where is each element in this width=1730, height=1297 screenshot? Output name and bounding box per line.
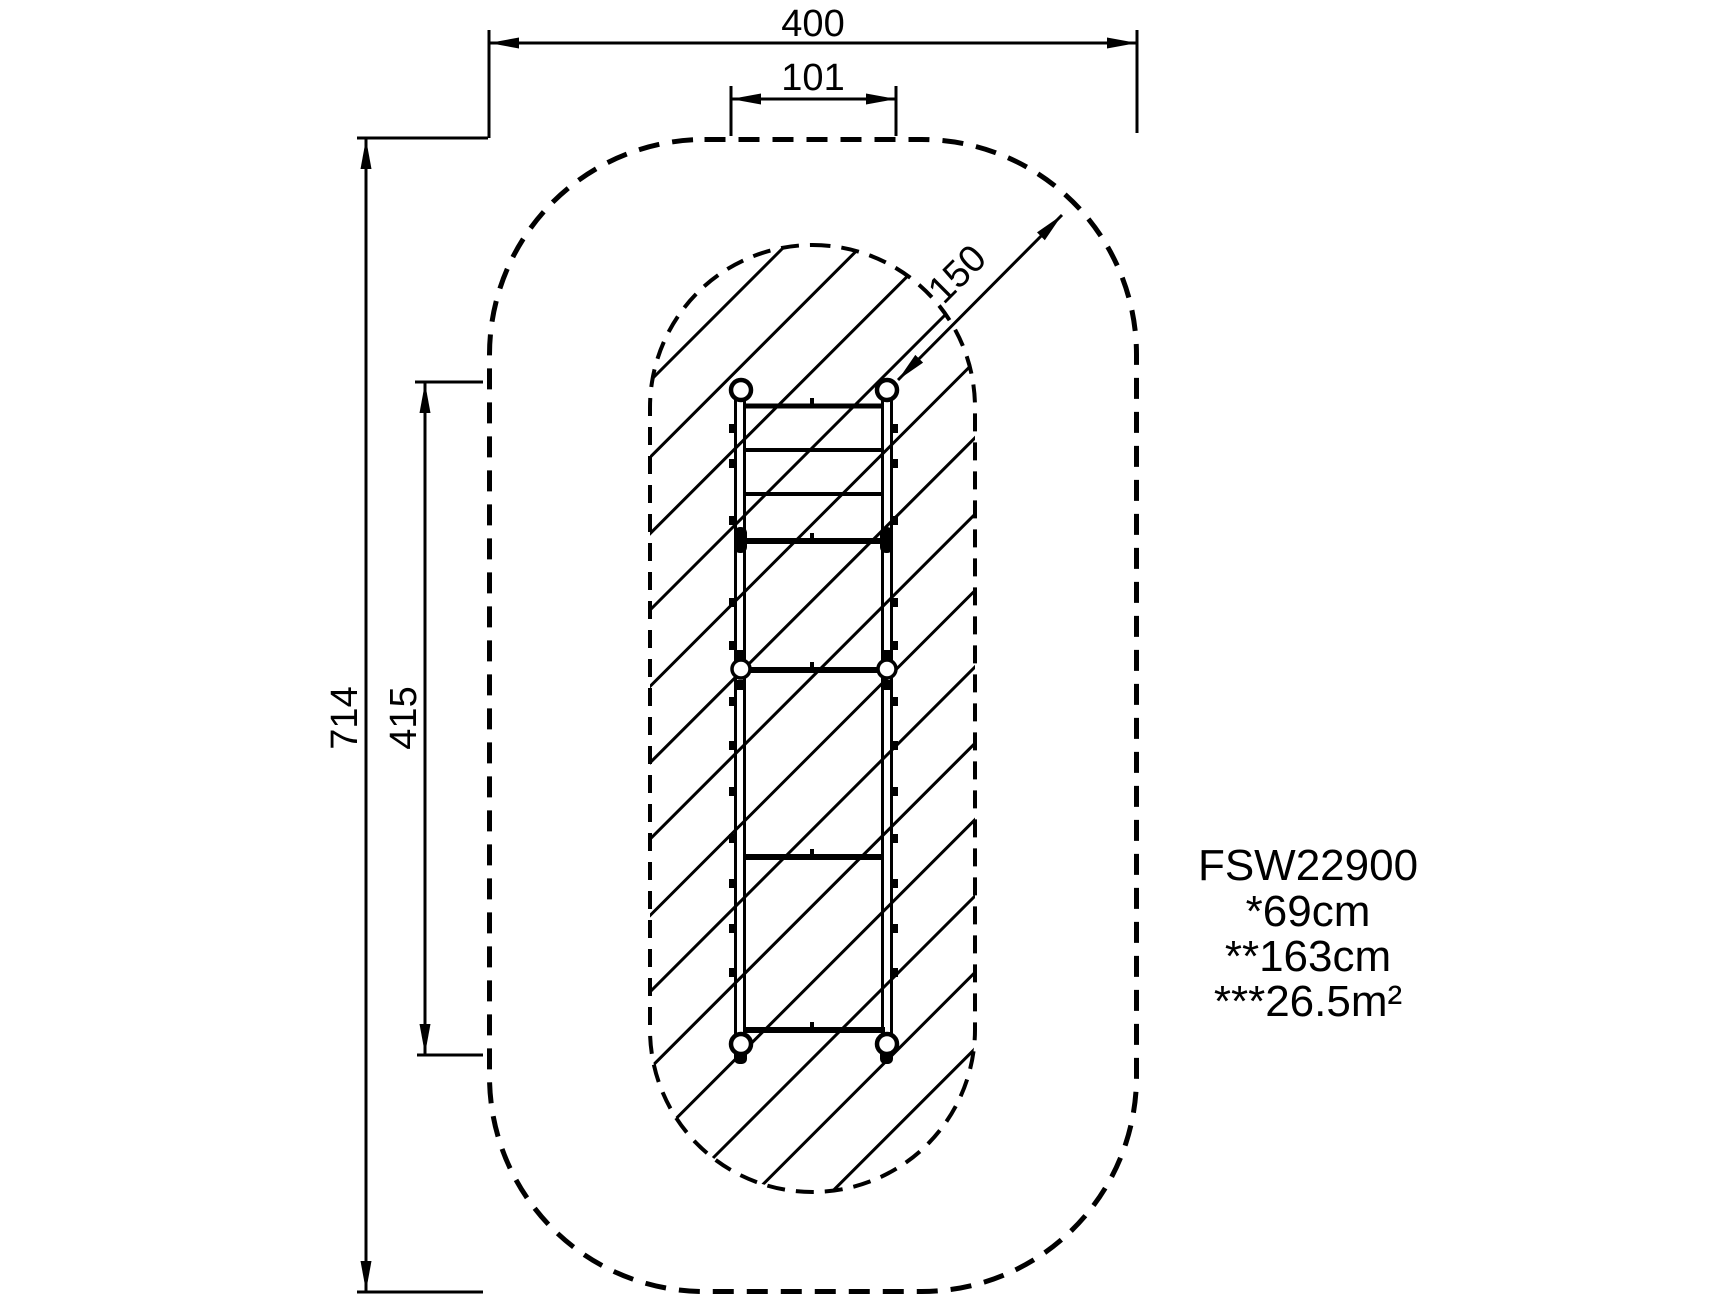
post-rings: [728, 377, 900, 1057]
dimension-overall-width-label: 400: [781, 3, 844, 45]
dimension-equipment-width-label: 101: [781, 57, 844, 99]
product-note-fall-height: **163cm: [1225, 932, 1391, 981]
product-code: FSW22900: [1198, 841, 1418, 890]
dimension-overall-length-label: 714: [324, 686, 366, 749]
dimension-equipment-length: 415: [383, 383, 431, 1054]
dimension-equipment-width: 101: [731, 57, 896, 105]
fall-zone-hatched-area: [648, 243, 977, 1194]
dimension-overall-width: 400: [489, 3, 1137, 49]
extension-lines: [357, 30, 1139, 1294]
product-info-block: FSW22900 *69cm **163cm ***26.5m²: [1198, 841, 1418, 1026]
outer-safety-area-outline: [487, 137, 1139, 1294]
equipment-top-view: [728, 377, 900, 1064]
equipment-rungs: [743, 398, 885, 1033]
dimension-equipment-length-label: 415: [383, 686, 425, 749]
product-note-height: *69cm: [1246, 887, 1371, 936]
dimension-overall-length: 714: [324, 139, 372, 1291]
rail-fixing-ticks: [729, 424, 898, 977]
equipment-rails: [734, 392, 893, 1043]
product-note-area: ***26.5m²: [1214, 977, 1402, 1026]
